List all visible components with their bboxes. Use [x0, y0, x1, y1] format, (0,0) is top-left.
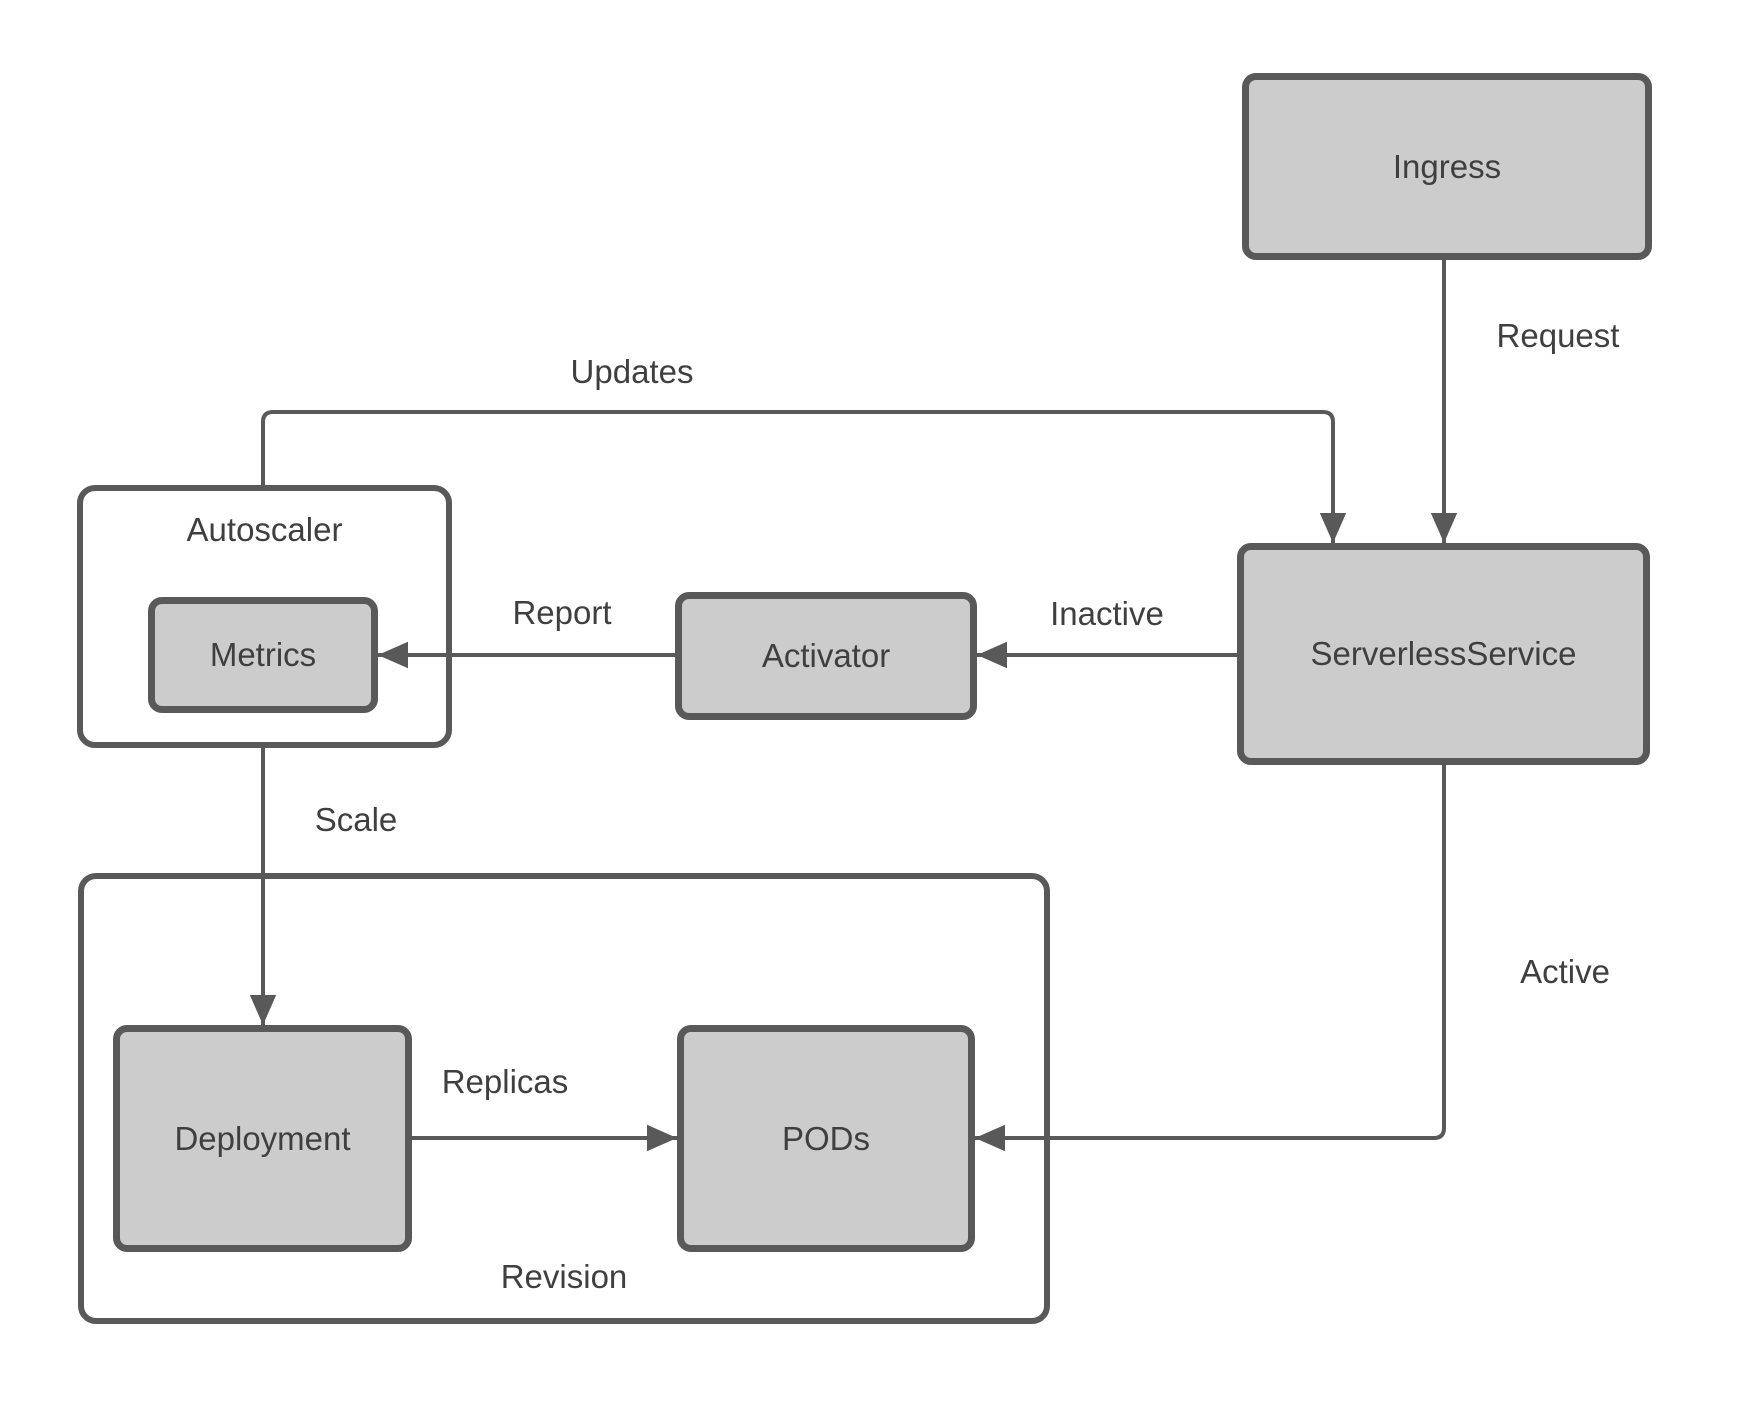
node-pods: PODs — [677, 1025, 975, 1252]
autoscaler-label: Autoscaler — [186, 511, 343, 548]
edge-label-request: Request — [1496, 317, 1620, 354]
edge-label-replicas: Replicas — [441, 1063, 569, 1100]
edge-label-updates: Updates — [570, 353, 694, 390]
node-activator: Activator — [675, 592, 977, 720]
node-serverless-service: ServerlessService — [1237, 543, 1650, 765]
node-ingress: Ingress — [1242, 73, 1652, 260]
edge-label-report: Report — [512, 594, 612, 631]
edge-label-inactive: Inactive — [1050, 595, 1164, 632]
edge-label-scale: Scale — [314, 801, 398, 838]
node-deployment: Deployment — [113, 1025, 412, 1252]
edge-label-active: Active — [1520, 953, 1610, 990]
revision-label: Revision — [500, 1258, 628, 1295]
node-metrics: Metrics — [148, 597, 378, 713]
